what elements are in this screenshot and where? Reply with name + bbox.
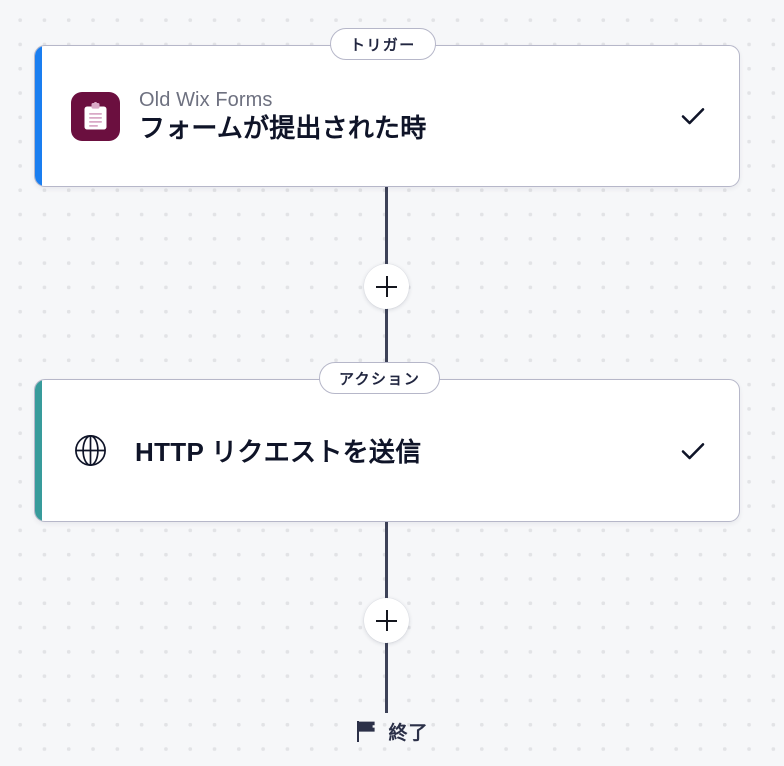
workflow-node-action[interactable]: HTTP リクエストを送信 (34, 379, 740, 522)
connector-line-add-to-end (385, 621, 388, 713)
node-body-action: HTTP リクエストを送信 (42, 380, 739, 521)
node-body-trigger: Old Wix Forms フォームが提出された時 (42, 46, 739, 186)
flag-icon (355, 720, 377, 744)
check-icon (677, 100, 709, 132)
workflow-node-trigger[interactable]: Old Wix Forms フォームが提出された時 (34, 45, 740, 187)
node-title-action: HTTP リクエストを送信 (135, 437, 422, 467)
add-step-button-2[interactable] (364, 598, 409, 643)
node-app-name-trigger: Old Wix Forms (139, 88, 273, 111)
globe-icon (71, 432, 109, 470)
node-badge-action: アクション (319, 362, 441, 394)
node-accent-bar-action (35, 380, 42, 521)
workflow-end-marker: 終了 (0, 718, 784, 745)
connector-line-action-to-add (385, 521, 388, 621)
node-badge-trigger: トリガー (330, 28, 436, 60)
clipboard-icon (71, 91, 120, 141)
node-accent-bar-trigger (35, 46, 42, 186)
connector-line-trigger-to-add (385, 186, 388, 287)
plus-icon (376, 276, 397, 297)
node-text-trigger: Old Wix Forms フォームが提出された時 (139, 88, 661, 145)
connector-line-add-to-action (385, 287, 388, 377)
end-marker-label: 終了 (388, 723, 429, 744)
node-text-action: HTTP リクエストを送信 (135, 432, 661, 469)
node-title-trigger: フォームが提出された時 (139, 113, 427, 144)
check-icon (677, 435, 709, 467)
plus-icon (376, 610, 397, 631)
add-step-button-1[interactable] (364, 264, 409, 309)
